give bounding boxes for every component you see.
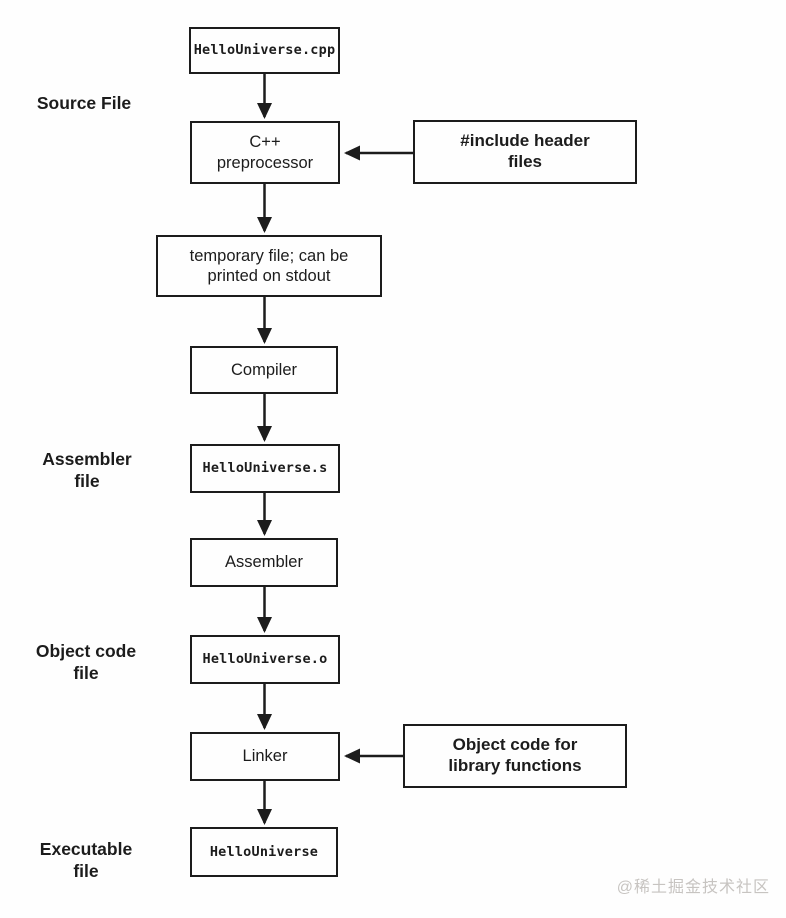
node-object-code-file: HelloUniverse.o [190, 635, 340, 684]
side-label-source-file: Source File [36, 93, 132, 113]
node-temporary-file: temporary file; can be printed on stdout [156, 235, 382, 297]
node-compiler: Compiler [190, 346, 338, 394]
node-library-object-code: Object code for library functions [403, 724, 627, 788]
node-executable: HelloUniverse [190, 827, 338, 877]
watermark: @稀土掘金技术社区 [616, 879, 770, 896]
node-preprocessor: C++ preprocessor [190, 121, 340, 184]
side-label-object-code-file: Object code file [35, 641, 137, 683]
node-assembler-source-file: HelloUniverse.s [190, 444, 340, 493]
node-source-file: HelloUniverse.cpp [189, 27, 340, 74]
node-linker: Linker [190, 732, 340, 781]
side-label-executable-file: Executable file [39, 839, 133, 881]
node-include-header-files: #include header files [413, 120, 637, 184]
node-assembler: Assembler [190, 538, 338, 587]
side-label-assembler-file: Assembler file [42, 449, 132, 491]
